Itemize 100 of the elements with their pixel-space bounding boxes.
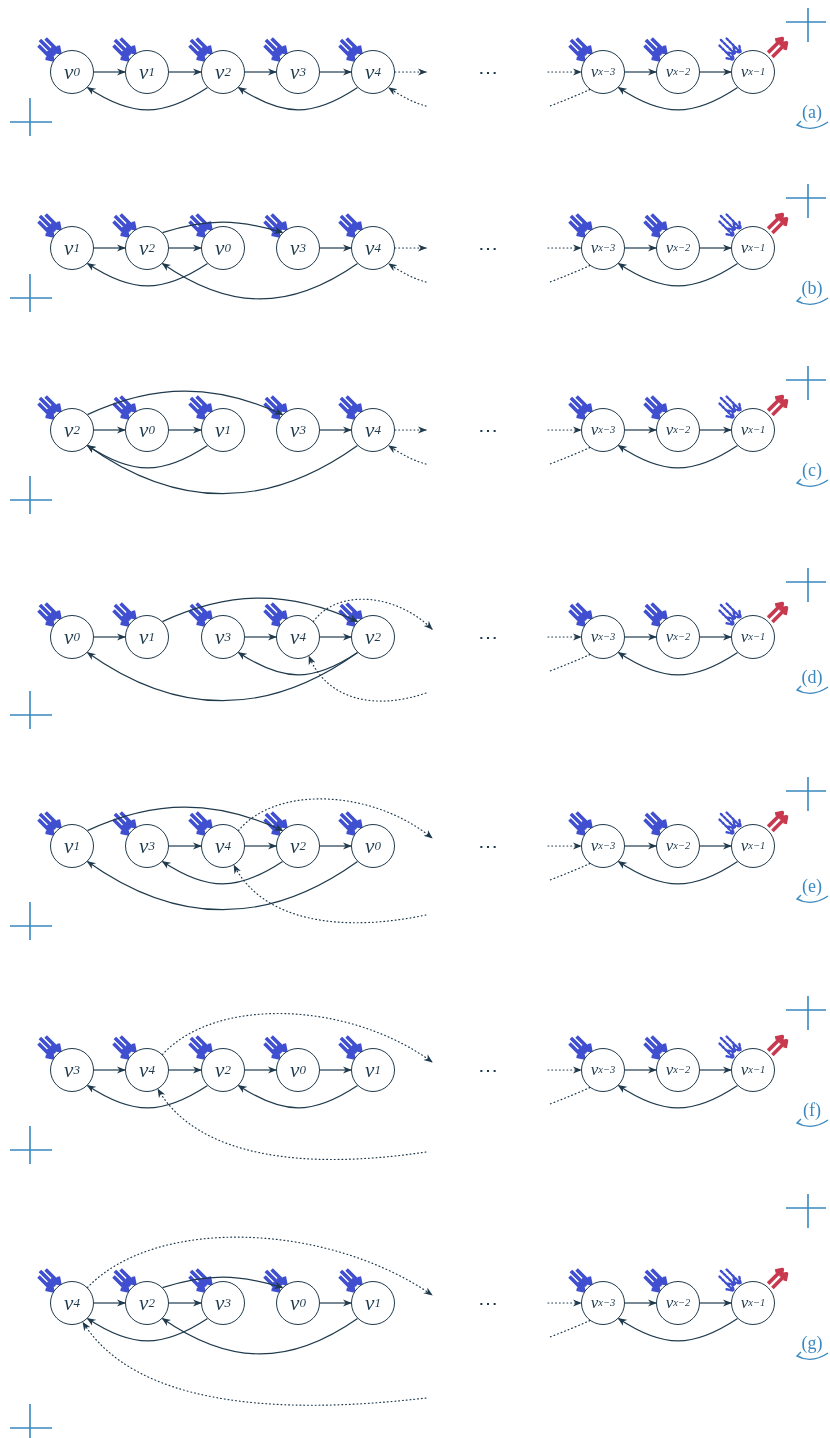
ellipsis: ⋯ xyxy=(478,418,498,442)
triple-arrow xyxy=(36,394,62,420)
arrow xyxy=(244,842,277,850)
triple-arrow xyxy=(567,810,593,836)
triple-arrow xyxy=(111,601,137,627)
arrow xyxy=(93,633,126,641)
dotted-arrow xyxy=(547,244,582,252)
arrow xyxy=(319,1066,352,1074)
triple-arrow xyxy=(187,1267,213,1293)
triple-arrow xyxy=(642,1034,668,1060)
panel-label: (g) xyxy=(801,1332,823,1354)
triple-arrow xyxy=(642,810,668,836)
triple-arrow xyxy=(337,1267,363,1293)
triple-arrow xyxy=(642,1267,668,1293)
triple-arrow xyxy=(567,1267,593,1293)
arrow xyxy=(244,68,277,76)
arrow xyxy=(86,1317,209,1342)
triple-arrow xyxy=(337,1034,363,1060)
triple-arrow xyxy=(337,601,363,627)
panel-label: (c) xyxy=(802,459,822,481)
arrow xyxy=(319,633,352,641)
triple-arrow xyxy=(262,212,288,238)
arrow xyxy=(93,426,126,434)
arrow xyxy=(168,1299,202,1307)
double-arrow xyxy=(766,1267,789,1290)
ellipsis: ⋯ xyxy=(478,1058,498,1082)
double-arrow xyxy=(766,601,789,624)
triple-arrow xyxy=(187,394,213,420)
triple-arrow xyxy=(187,1034,213,1060)
arrow xyxy=(86,1084,209,1109)
arrow xyxy=(244,633,277,641)
triple-arrow xyxy=(718,1268,742,1292)
arrow xyxy=(624,1066,657,1074)
triple-arrow xyxy=(36,810,62,836)
arrow xyxy=(699,842,732,850)
dotted-arrow xyxy=(547,633,582,641)
triple-arrow xyxy=(337,394,363,420)
arrow xyxy=(161,1276,284,1289)
triple-arrow xyxy=(337,810,363,836)
triple-arrow xyxy=(187,36,213,62)
triple-arrow xyxy=(642,212,668,238)
arrow xyxy=(86,86,209,111)
arrow xyxy=(168,842,202,850)
double-arrow xyxy=(766,810,789,833)
arrow xyxy=(699,426,732,434)
ellipsis: ⋯ xyxy=(478,834,498,858)
triple-arrow xyxy=(567,394,593,420)
arrow xyxy=(168,244,202,252)
triple-arrow xyxy=(337,36,363,62)
arrow xyxy=(617,262,739,287)
triple-arrow xyxy=(642,601,668,627)
triple-arrow xyxy=(187,212,213,238)
dotted-arrow xyxy=(547,842,582,850)
triple-arrow xyxy=(262,394,288,420)
arrow xyxy=(319,68,352,76)
arrow xyxy=(86,651,359,702)
dotted-arrow xyxy=(547,1066,582,1074)
triple-arrow xyxy=(111,1267,137,1293)
triple-arrow xyxy=(111,810,137,836)
arrow xyxy=(624,633,657,641)
triple-arrow xyxy=(567,1034,593,1060)
triple-arrow xyxy=(262,601,288,627)
triple-arrow xyxy=(111,1034,137,1060)
triple-arrow xyxy=(111,36,137,62)
triple-arrow xyxy=(262,1034,288,1060)
arrow xyxy=(617,1084,739,1109)
arrow xyxy=(93,1066,126,1074)
triple-arrow xyxy=(718,37,742,61)
triple-arrow xyxy=(642,36,668,62)
arrow xyxy=(624,1299,657,1307)
arrow xyxy=(699,244,732,252)
dotted-arrow xyxy=(308,655,427,702)
arrow xyxy=(624,68,657,76)
arrow xyxy=(319,842,352,850)
triple-arrow xyxy=(187,601,213,627)
panel-label: (d) xyxy=(801,666,823,688)
arrow xyxy=(168,68,202,76)
triple-arrow xyxy=(718,602,742,626)
arrow xyxy=(699,1299,732,1307)
arrow xyxy=(161,262,359,300)
dotted-arrow xyxy=(547,1299,582,1307)
arrow xyxy=(161,1317,359,1355)
arrow xyxy=(93,244,126,252)
triple-arrow xyxy=(337,212,363,238)
triple-arrow xyxy=(36,36,62,62)
triple-arrow xyxy=(718,213,742,237)
dotted-arrow xyxy=(388,263,427,283)
arrow xyxy=(237,86,359,111)
arrow xyxy=(319,244,352,252)
panel-label: (b) xyxy=(801,277,823,299)
triple-arrow xyxy=(36,1267,62,1293)
triple-arrow xyxy=(718,811,742,835)
ellipsis: ⋯ xyxy=(478,625,498,649)
panel-label: (f) xyxy=(803,1099,821,1121)
triple-arrow xyxy=(111,212,137,238)
arrow xyxy=(617,1317,739,1342)
dotted-arrow xyxy=(394,244,427,252)
arrow xyxy=(86,262,209,287)
dotted-arrow xyxy=(82,1321,427,1406)
arrow xyxy=(168,426,202,434)
